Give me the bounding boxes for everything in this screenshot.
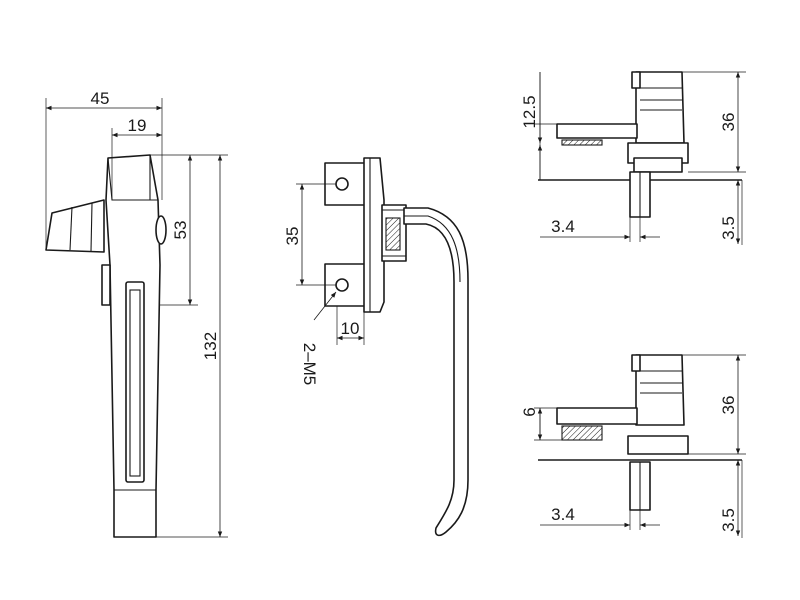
dim-spindle-bottom: 3.5 (719, 508, 738, 532)
side-view-hole-top (335, 177, 349, 191)
dim-cam-offset-top: 12.5 (520, 95, 539, 128)
dim-gap-bottom: 3.4 (551, 505, 575, 524)
front-view: 45 19 53 132 (45, 89, 228, 538)
dim-cam-offset-bottom: 6 (520, 407, 539, 416)
dim-height-overall: 132 (201, 332, 220, 360)
side-view-base-plate (363, 157, 385, 313)
section-bottom-cam (635, 354, 685, 426)
section-bottom-arm (556, 407, 638, 425)
section-bottom: 6 36 3.5 3.4 (520, 354, 746, 538)
section-top-cam (635, 71, 685, 144)
front-view-tab (101, 264, 111, 306)
dim-gap-top: 3.4 (551, 217, 575, 236)
dim-width-overall: 45 (91, 89, 110, 108)
side-view-lever (403, 207, 469, 537)
side-view: 35 10 2–M5 (283, 157, 469, 537)
dim-height-head: 53 (171, 221, 190, 240)
thread-callout: 2–M5 (300, 343, 319, 386)
section-bottom-base (627, 435, 689, 455)
dim-height-top: 36 (719, 113, 738, 132)
side-view-hole-bottom (335, 278, 349, 292)
dim-plate-depth: 10 (341, 319, 360, 338)
dim-hole-spacing: 35 (283, 227, 302, 246)
dim-spindle-top: 3.5 (719, 216, 738, 240)
front-view-slot (125, 281, 145, 483)
section-top: 12.5 36 3.5 3.4 (520, 71, 746, 245)
section-top-arm (556, 123, 638, 139)
dim-height-bottom: 36 (719, 396, 738, 415)
front-view-wedge (45, 199, 105, 253)
dim-width-head: 19 (128, 116, 147, 135)
